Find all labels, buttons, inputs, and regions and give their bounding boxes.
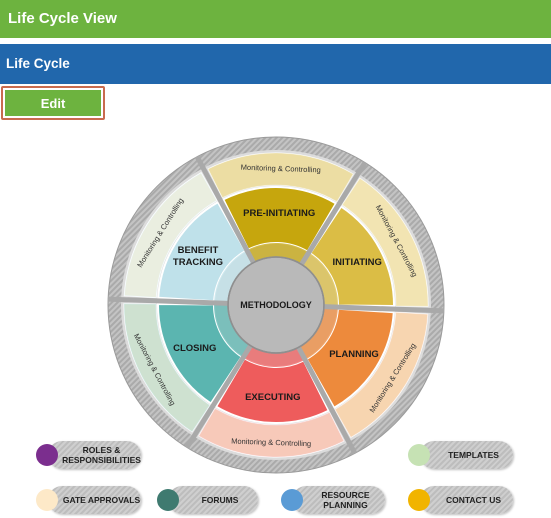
phase-label-planning: PLANNING bbox=[329, 349, 379, 360]
monitoring-band-tint-pre-initiating bbox=[208, 153, 354, 202]
templates-dot bbox=[408, 444, 430, 466]
section-header: Life Cycle bbox=[0, 44, 551, 84]
roles-responsibilities-label: ROLES & RESPONSIBILITIES bbox=[62, 445, 141, 465]
forums-dot bbox=[157, 489, 179, 511]
monitoring-band-initiating bbox=[341, 177, 429, 307]
phase-label-executing: EXECUTING bbox=[245, 392, 300, 403]
resource-planning-button[interactable]: RESOURCE PLANNING bbox=[292, 486, 385, 514]
wheel-spoke-4 bbox=[184, 344, 253, 449]
resource-planning-label: RESOURCE PLANNING bbox=[321, 490, 370, 510]
phase-label-pre-initiating: PRE-INITIATING bbox=[243, 208, 315, 219]
gate-approvals-dot bbox=[36, 489, 58, 511]
monitoring-label-pre-initiating: Monitoring & Controlling bbox=[241, 163, 321, 175]
monitoring-label-executing: Monitoring & Controlling bbox=[231, 437, 311, 449]
phase-label-closing: CLOSING bbox=[173, 343, 216, 354]
gate-approvals-button[interactable]: GATE APPROVALS bbox=[48, 486, 141, 514]
forums-label: FORUMS bbox=[201, 495, 239, 505]
templates-label: TEMPLATES bbox=[448, 450, 499, 460]
inner-ring-closing bbox=[214, 305, 250, 357]
templates-button[interactable]: TEMPLATES bbox=[420, 441, 513, 469]
edit-button-frame: Edit bbox=[1, 86, 105, 120]
monitoring-band-executing bbox=[198, 407, 345, 458]
page-title: Life Cycle View bbox=[8, 10, 117, 27]
contact-us-button[interactable]: CONTACT US bbox=[420, 486, 513, 514]
roles-responsibilities-dot bbox=[36, 444, 58, 466]
monitoring-band-tint-benefit-tracking bbox=[124, 172, 217, 298]
methodology-label: METHODOLOGY bbox=[240, 300, 312, 310]
monitoring-band-tint-executing bbox=[198, 408, 344, 457]
monitoring-band-tint-planning bbox=[335, 312, 428, 438]
wheel-spoke-2 bbox=[323, 304, 444, 314]
phase-label-initiating: INITIATING bbox=[333, 257, 382, 268]
contact-us-dot bbox=[408, 489, 430, 511]
monitoring-band-tint-initiating bbox=[342, 178, 428, 307]
edit-button[interactable]: Edit bbox=[5, 90, 101, 116]
monitoring-band-closing bbox=[123, 303, 211, 433]
methodology-hub-border bbox=[227, 256, 325, 354]
page-header: Life Cycle View bbox=[0, 0, 551, 38]
monitoring-band-tint-closing bbox=[124, 303, 210, 432]
inner-ring-initiating bbox=[302, 253, 338, 305]
resource-planning-dot bbox=[281, 489, 303, 511]
contact-us-label: CONTACT US bbox=[445, 495, 502, 505]
wheel-spoke-0 bbox=[194, 155, 256, 264]
wheel-spoke-5 bbox=[108, 296, 229, 306]
monitoring-band-planning bbox=[334, 311, 429, 438]
wheel-spoke-1 bbox=[299, 161, 368, 266]
wheel-spoke-3 bbox=[296, 346, 358, 455]
inner-ring-planning bbox=[300, 308, 338, 359]
monitoring-band-pre-initiating bbox=[207, 152, 354, 203]
monitoring-band-benefit-tracking bbox=[123, 172, 218, 299]
gate-approvals-label: GATE APPROVALS bbox=[62, 495, 141, 505]
forums-button[interactable]: FORUMS bbox=[168, 486, 258, 514]
section-title: Life Cycle bbox=[6, 56, 70, 71]
roles-responsibilities-button[interactable]: ROLES & RESPONSIBILITIES bbox=[48, 441, 141, 469]
inner-ring-benefit-tracking bbox=[214, 251, 252, 302]
